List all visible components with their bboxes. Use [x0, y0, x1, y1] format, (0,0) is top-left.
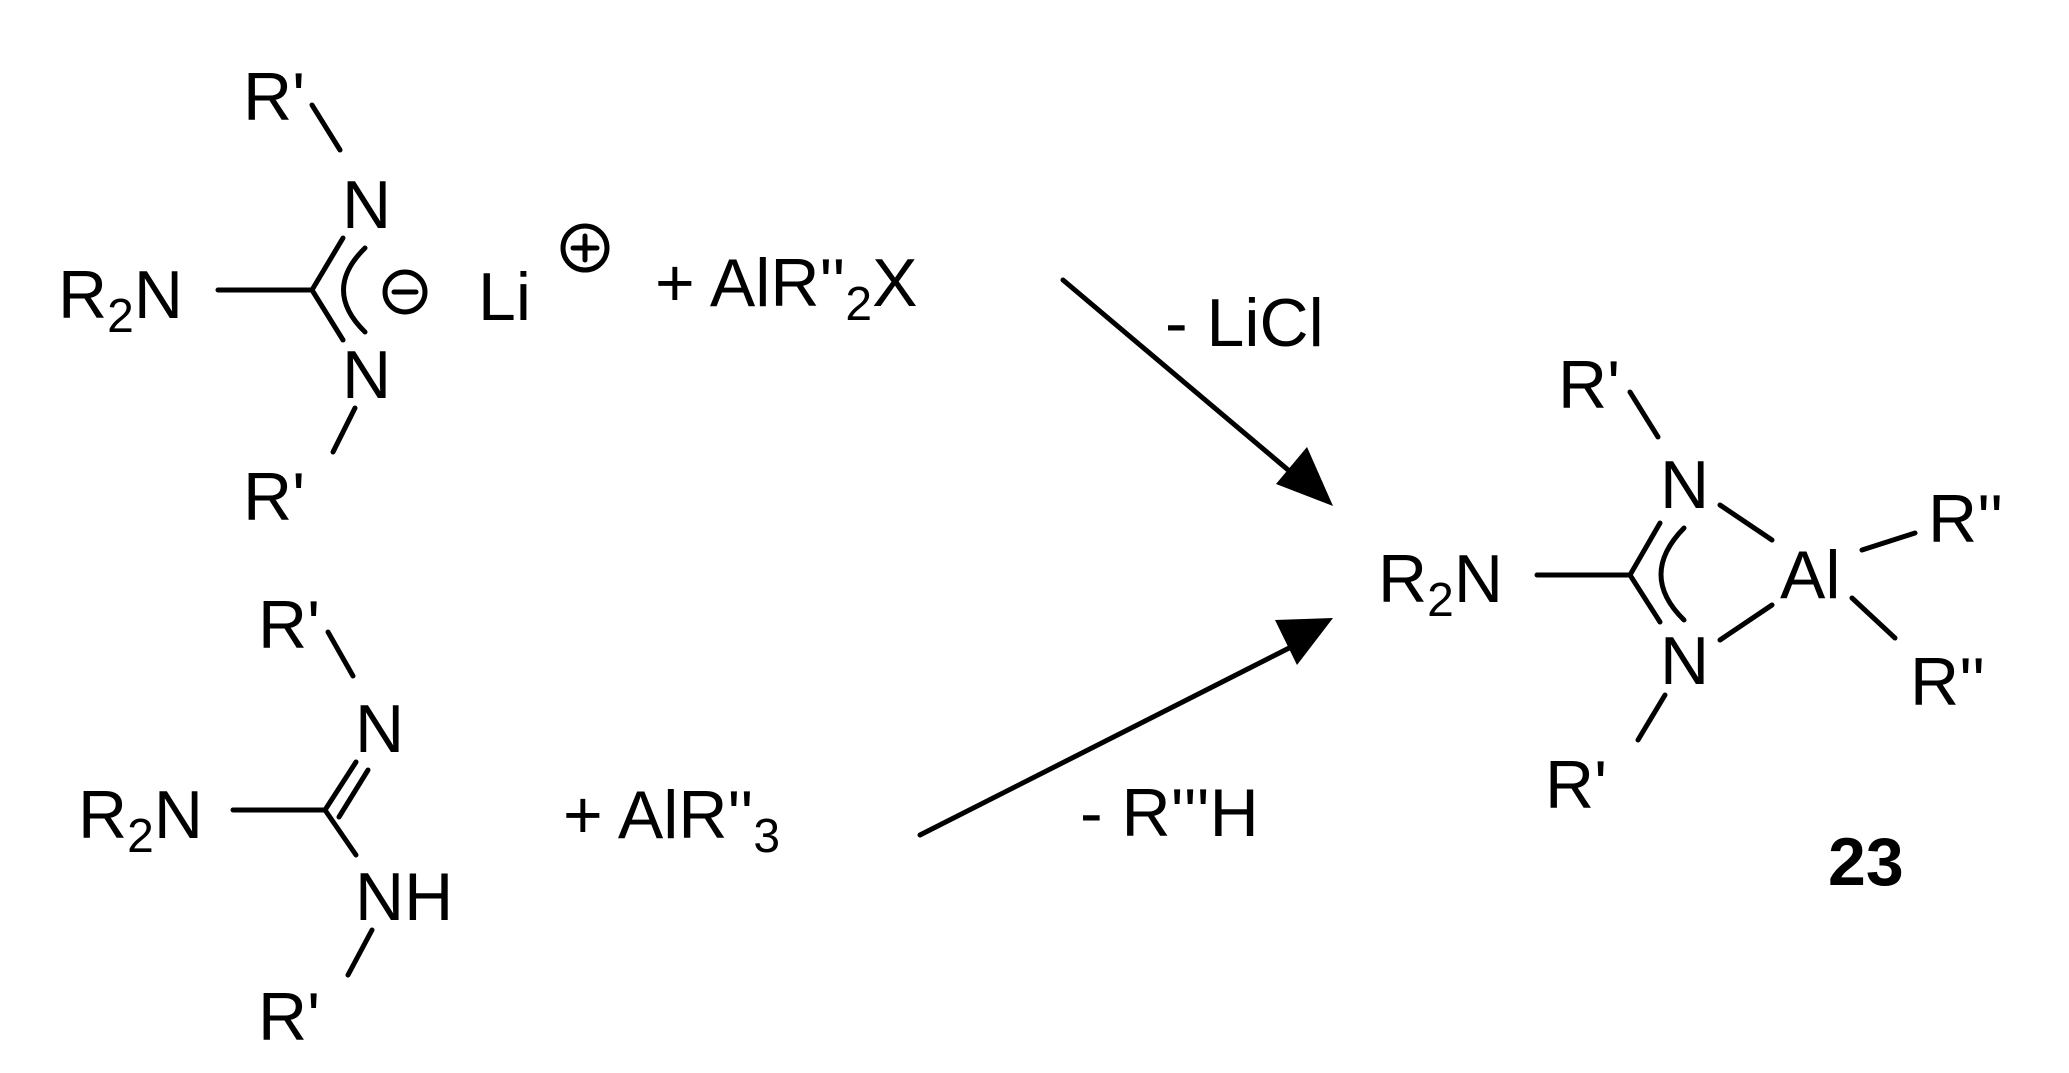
nh-label: NH	[355, 859, 453, 935]
r-prime-bottom-label: R'	[1545, 747, 1607, 823]
bond-c-n-double-1	[322, 759, 359, 813]
bond-c-n-bottom	[1627, 572, 1663, 625]
bond-nh-rprime	[345, 927, 375, 978]
bond-n-bottom-rprime	[330, 405, 358, 455]
n-top-label: N	[342, 167, 391, 243]
r-double-prime-top-label: R''	[1928, 481, 2003, 557]
bond-c-nh	[322, 807, 359, 858]
byproduct-bottom-label: - R'''H	[1080, 775, 1259, 851]
bond-rprime-n-top	[1627, 389, 1661, 440]
bond-n-bottom-rprime	[1635, 692, 1668, 743]
reaction-arrow-top	[1060, 277, 1333, 506]
reagent-bottom: + AlR''3	[563, 777, 780, 863]
bond-al-rdprime-bottom	[1849, 595, 1898, 641]
r2n-label: R2N	[78, 777, 203, 863]
n-top-label: N	[355, 691, 404, 767]
r-prime-top-label: R'	[1558, 347, 1620, 423]
reagent-top: + AlR''2X	[655, 245, 917, 331]
compound-number-label: 23	[1828, 824, 1904, 900]
negative-charge-circle	[382, 269, 428, 315]
arrow-bottom-head	[1275, 618, 1333, 665]
r-prime-bottom-label: R'	[243, 459, 305, 535]
aluminum-guanidinate-product: R' N R2N N R' Al R'' R'' 23	[1378, 347, 2003, 900]
bond-rprime-n-top	[325, 629, 356, 679]
r-prime-top-label: R'	[258, 587, 320, 663]
byproduct-top-label: - LiCl	[1165, 285, 1324, 361]
n-bottom-label: N	[1660, 623, 1709, 699]
delocalization-arc	[341, 245, 368, 335]
n-bottom-label: N	[342, 337, 391, 413]
bond-c-n-bottom	[309, 287, 346, 343]
r2n-label: R2N	[1378, 541, 1503, 627]
bond-al-rdprime-top	[1859, 530, 1918, 553]
positive-charge-circle	[560, 223, 610, 273]
al-label: Al	[1780, 537, 1840, 613]
r-prime-top-label: R'	[243, 59, 305, 135]
bond-n-bottom-al	[1717, 602, 1775, 643]
lithium-guanidinate: R' N R2N N R' Li	[58, 59, 610, 535]
guanidine: R' N R2N NH R'	[78, 587, 453, 1055]
arrow-bottom-shaft	[917, 637, 1308, 838]
r-prime-bottom-label: R'	[258, 979, 320, 1055]
bond-c-n-double-2	[336, 767, 371, 820]
arrow-top-head	[1276, 447, 1333, 506]
lithium-label: Li	[478, 259, 531, 335]
bond-c-n-top	[309, 235, 346, 293]
reaction-arrow-bottom	[917, 618, 1333, 838]
bond-n-top-al	[1717, 502, 1775, 543]
r2n-label: R2N	[58, 257, 183, 343]
bond-rprime-n-top	[309, 102, 343, 153]
n-top-label: N	[1660, 447, 1709, 523]
arrow-top-shaft	[1060, 277, 1303, 483]
bond-c-n-top	[1627, 520, 1663, 578]
r-double-prime-bottom-label: R''	[1910, 644, 1985, 720]
delocalization-arc	[1658, 525, 1687, 623]
